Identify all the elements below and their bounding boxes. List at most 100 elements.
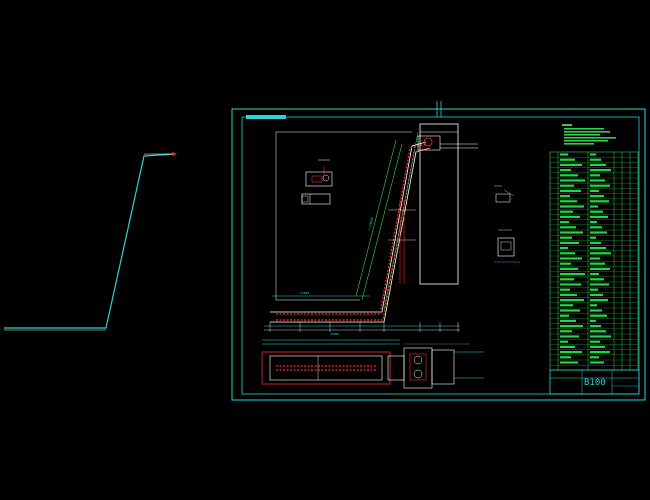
table-cell-text <box>560 189 581 192</box>
title-block: B100 <box>549 369 640 395</box>
table-cell-text <box>560 247 568 250</box>
drawing-number: B100 <box>584 378 606 388</box>
table-cell-text <box>590 299 608 302</box>
table-cell-text <box>590 262 605 265</box>
table-cell-text <box>560 252 575 255</box>
plan-view <box>261 339 484 389</box>
table-cell-text <box>560 184 574 187</box>
table-cell-text <box>560 309 580 312</box>
table-cell-text <box>560 226 576 229</box>
table-cell-text <box>590 179 605 182</box>
left-profile-line <box>4 152 177 331</box>
table-cell-text <box>590 226 602 229</box>
table-cell-text <box>560 179 585 182</box>
table-cell-text <box>590 158 601 161</box>
frame-tag <box>246 115 286 119</box>
table-cell-text <box>560 314 569 317</box>
table-cell-text <box>590 325 601 328</box>
table-cell-text <box>560 288 570 291</box>
table-cell-text <box>560 330 572 333</box>
table-cell-text <box>590 195 604 198</box>
svg-text:25000: 25000 <box>330 332 339 336</box>
table-cell-text <box>590 252 611 255</box>
table-cell-text <box>590 231 607 234</box>
table-cell-text <box>560 241 579 244</box>
table-cell-text <box>590 257 600 260</box>
table-cell-text <box>560 231 583 234</box>
table-cell-text <box>560 158 575 161</box>
elevation-view: L=38000 12500 25000 <box>264 123 478 336</box>
table-cell-text <box>590 153 596 156</box>
table-cell-text <box>590 319 596 322</box>
table-cell-text <box>590 351 610 354</box>
table-cell-text <box>590 247 606 250</box>
table-cell-text <box>560 195 570 198</box>
table-cell-text <box>590 304 597 307</box>
svg-text:L=38000: L=38000 <box>367 217 374 230</box>
table-cell-text <box>560 335 579 338</box>
table-cell-text <box>560 174 578 177</box>
table-cell-text <box>590 205 598 208</box>
table-cell-text <box>590 273 599 276</box>
table-cell-text <box>590 335 611 338</box>
table-cell-text <box>560 210 573 213</box>
arrow-icon <box>172 152 177 156</box>
table-cell-text <box>560 273 585 276</box>
table-cell-text <box>590 236 596 239</box>
technical-notes <box>562 124 616 145</box>
table-cell-text <box>590 215 608 218</box>
drawing-frame <box>231 101 646 401</box>
table-cell-text <box>590 288 598 291</box>
table-cell-text <box>590 163 606 166</box>
detail-view-b <box>494 185 520 263</box>
table-cell-text <box>560 293 577 296</box>
table-cell-text <box>560 340 568 343</box>
table-cell-text <box>560 356 571 359</box>
table-cell-text <box>560 299 584 302</box>
table-cell-text <box>590 283 609 286</box>
table-cell-text <box>590 361 604 364</box>
svg-text:12500: 12500 <box>300 291 309 295</box>
table-cell-text <box>560 345 575 348</box>
table-cell-text <box>560 205 584 208</box>
table-cell-text <box>590 293 603 296</box>
table-cell-text <box>590 314 607 317</box>
detail-view-a <box>301 159 333 205</box>
table-cell-text <box>560 319 576 322</box>
table-cell-text <box>560 153 568 156</box>
table-cell-text <box>590 184 610 187</box>
table-cell-text <box>590 189 599 192</box>
table-cell-text <box>590 267 610 270</box>
table-cell-text <box>560 257 582 260</box>
table-cell-text <box>590 174 600 177</box>
table-rows <box>550 153 638 366</box>
table-cell-text <box>590 330 606 333</box>
table-cell-text <box>560 351 582 354</box>
table-cell-text <box>560 361 578 364</box>
table-cell-text <box>560 169 571 172</box>
table-cell-text <box>560 215 580 218</box>
dimension-ticks <box>269 322 459 332</box>
parts-list-table <box>549 151 639 371</box>
table-cell-text <box>560 325 583 328</box>
table-cell-text <box>560 262 571 265</box>
table-cell-text <box>590 345 605 348</box>
table-cell-text <box>590 241 601 244</box>
table-cell-text <box>590 340 600 343</box>
table-cell-text <box>560 283 581 286</box>
table-cell-text <box>590 169 611 172</box>
table-cell-text <box>590 356 599 359</box>
table-cell-text <box>560 267 578 270</box>
table-cell-text <box>560 200 577 203</box>
table-cell-text <box>560 221 569 224</box>
table-cell-text <box>590 309 602 312</box>
table-cell-text <box>590 278 604 281</box>
table-cell-text <box>560 278 574 281</box>
table-cell-text <box>560 236 572 239</box>
table-cell-text <box>590 210 603 213</box>
table-cell-text <box>560 163 582 166</box>
table-cell-text <box>590 221 597 224</box>
table-cell-text <box>590 200 609 203</box>
